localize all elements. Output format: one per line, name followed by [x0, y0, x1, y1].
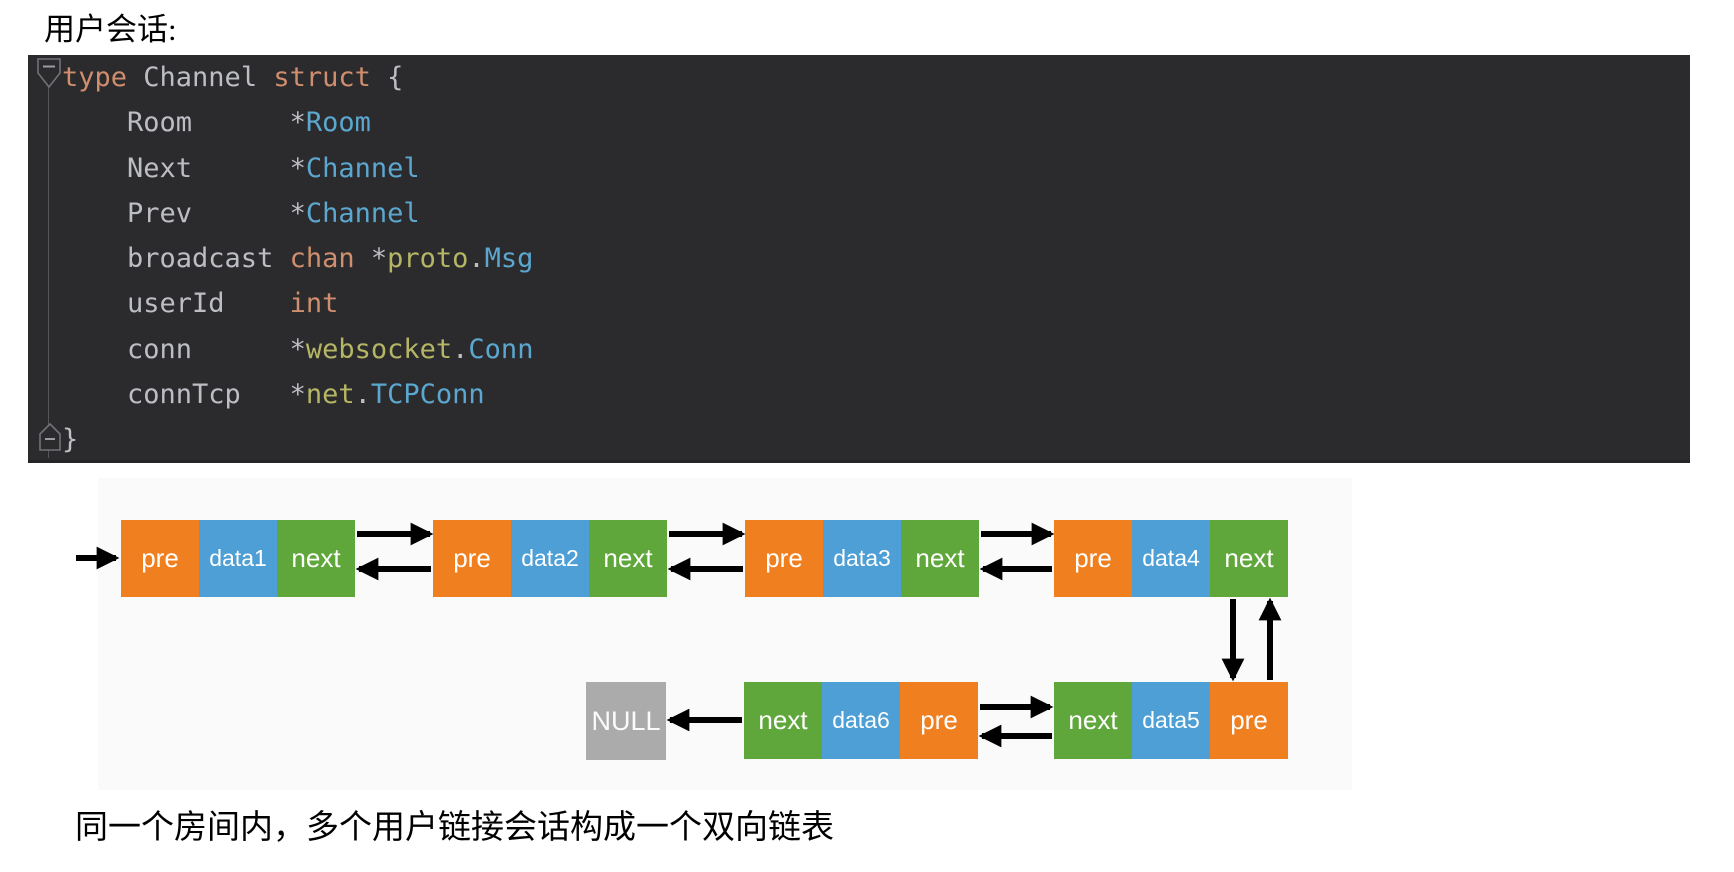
fold-gutter-line — [48, 85, 49, 458]
code-line: broadcast chan *proto.Msg — [62, 243, 534, 275]
caption: 同一个房间内，多个用户链接会话构成一个双向链表 — [75, 810, 834, 846]
null-box: NULL — [586, 682, 666, 760]
node-cell-pre: pre — [433, 520, 511, 597]
code-line: } — [62, 424, 79, 456]
node-cell-next: next — [277, 520, 355, 597]
node-cell-pre: pre — [745, 520, 823, 597]
node-cell-data5: data5 — [1132, 682, 1210, 759]
node-cell-next: next — [744, 682, 822, 759]
node-cell-next: next — [901, 520, 979, 597]
code-editor-screenshot: type Channel struct { Room *Room Next *C… — [28, 55, 1690, 463]
code-line: Room *Room — [62, 107, 371, 139]
node-cell-data3: data3 — [823, 520, 901, 597]
node-cell-data1: data1 — [199, 520, 277, 597]
code-line: Next *Channel — [62, 152, 420, 184]
node-cell-next: next — [589, 520, 667, 597]
node-cell-pre: pre — [1054, 520, 1132, 597]
code-line: userId int — [62, 288, 339, 320]
code-line: connTcp *net.TCPConn — [62, 379, 485, 411]
page-title: 用户会话: — [44, 12, 177, 47]
code-line: Prev *Channel — [62, 197, 420, 229]
node-cell-pre: pre — [900, 682, 978, 759]
node-cell-data6: data6 — [822, 682, 900, 759]
fold-collapse-top-icon — [37, 58, 61, 89]
node-cell-next: next — [1210, 520, 1288, 597]
node-cell-data2: data2 — [511, 520, 589, 597]
node-cell-next: next — [1054, 682, 1132, 759]
node-cell-data4: data4 — [1132, 520, 1210, 597]
fold-collapse-bottom-icon — [39, 422, 61, 451]
node-cell-pre: pre — [1210, 682, 1288, 759]
code-line: conn *websocket.Conn — [62, 333, 534, 365]
null-label: NULL — [591, 705, 661, 736]
code-lines: type Channel struct { Room *Room Next *C… — [62, 55, 533, 463]
code-line: type Channel struct { — [62, 62, 404, 93]
node-cell-pre: pre — [121, 520, 199, 597]
